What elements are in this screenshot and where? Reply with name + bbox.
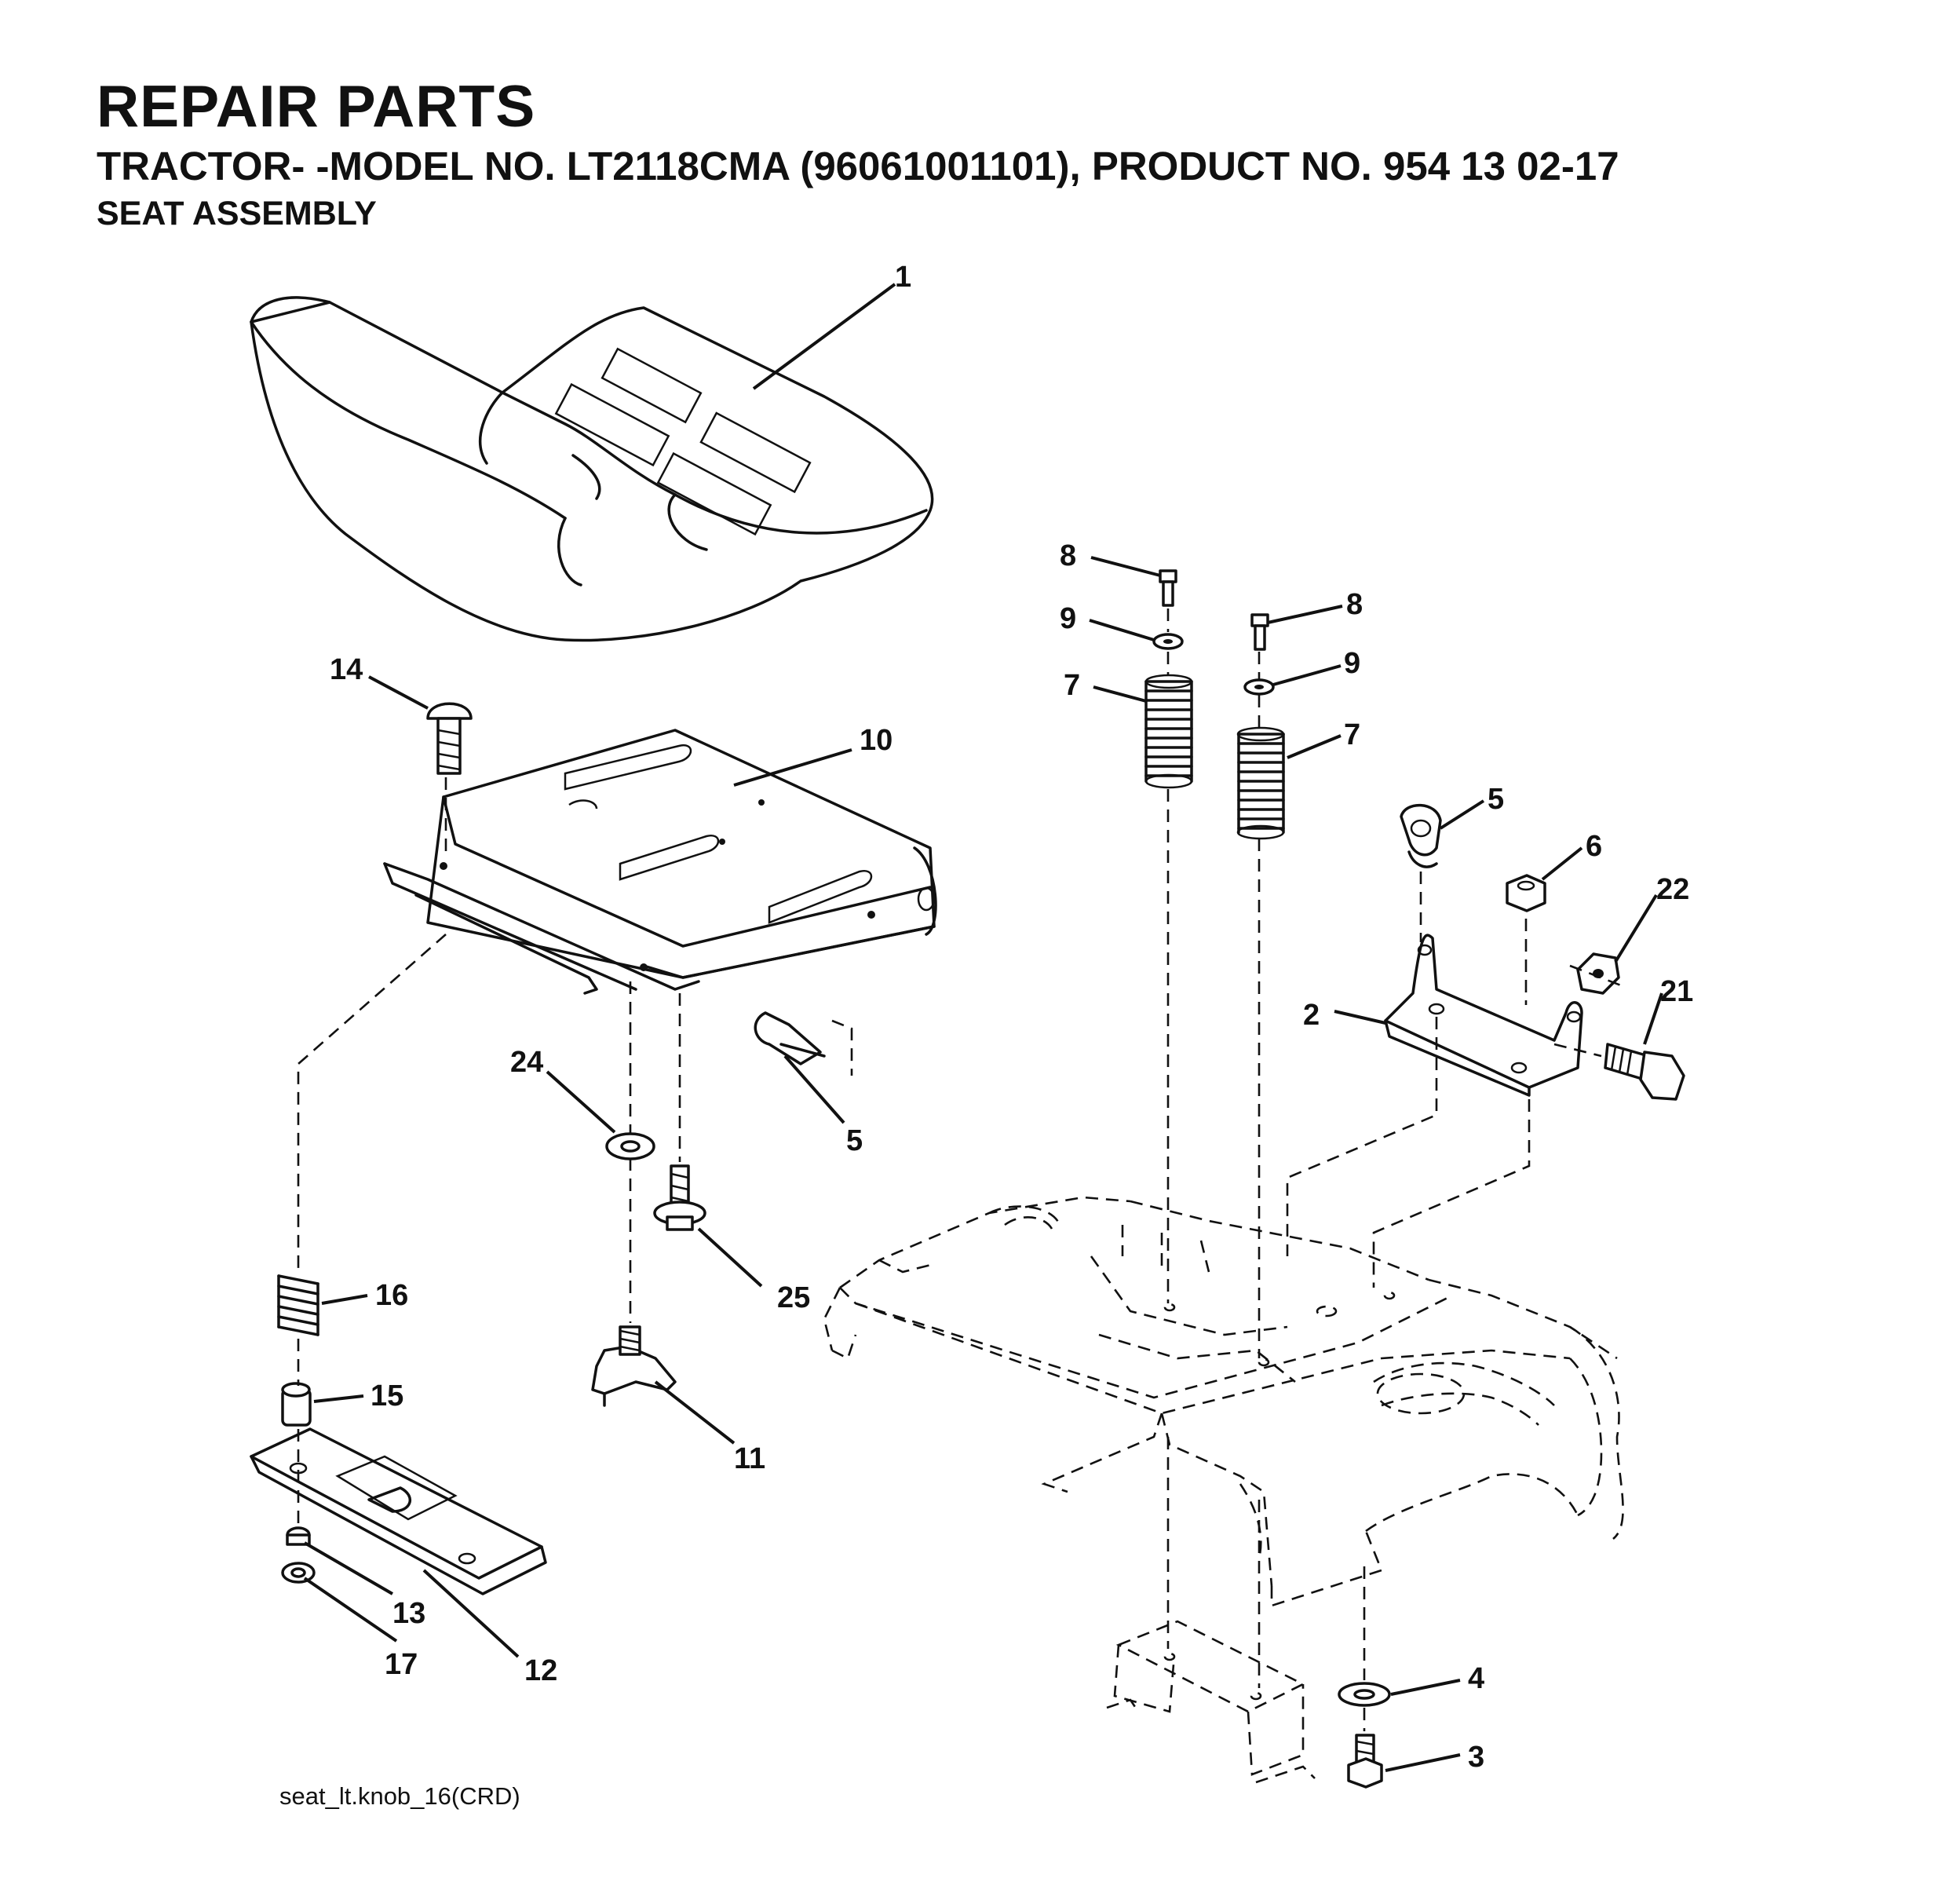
callout-1: 1 xyxy=(895,261,911,294)
callout-14: 14 xyxy=(330,653,363,686)
bolt-part-8a xyxy=(1159,569,1177,607)
washer-part-24 xyxy=(605,1132,655,1160)
drawing-caption: seat_lt.knob_16(CRD) xyxy=(279,1782,520,1810)
callout-8-right: 8 xyxy=(1346,588,1363,621)
model-subtitle: TRACTOR- -MODEL NO. LT2118CMA (960610011… xyxy=(97,144,1619,188)
callout-10: 10 xyxy=(860,724,893,757)
bracket-plate-part xyxy=(250,1427,547,1595)
shoulder-bolt-part xyxy=(653,1164,706,1231)
callout-16: 16 xyxy=(375,1279,408,1312)
callout-3: 3 xyxy=(1468,1741,1484,1774)
nut-part-6 xyxy=(1506,874,1546,912)
callout-7-right: 7 xyxy=(1344,718,1360,751)
bolt-part-21 xyxy=(1604,1043,1685,1101)
callout-6: 6 xyxy=(1586,830,1602,863)
spring-part-16 xyxy=(277,1274,319,1336)
lower-bracket-dashed xyxy=(1106,1620,1316,1784)
callout-5-upper: 5 xyxy=(1488,783,1504,816)
knob-part xyxy=(591,1325,677,1407)
clip-part-lower xyxy=(754,1011,853,1076)
callout-15: 15 xyxy=(371,1380,403,1412)
chassis-dashed xyxy=(823,1196,1624,1607)
callout-7-left: 7 xyxy=(1064,669,1080,702)
washer-part-9b xyxy=(1243,678,1275,696)
callout-5-lower: 5 xyxy=(846,1124,863,1157)
callout-21: 21 xyxy=(1660,975,1693,1008)
section-title: SEAT ASSEMBLY xyxy=(97,195,377,232)
nut-part-13 xyxy=(286,1526,311,1546)
callout-22: 22 xyxy=(1656,873,1689,906)
callout-25: 25 xyxy=(777,1281,810,1314)
carriage-bolt-part xyxy=(426,702,473,775)
page-title: REPAIR PARTS xyxy=(97,73,536,139)
bracket-part-2 xyxy=(1384,934,1583,1097)
callout-9-left: 9 xyxy=(1060,602,1076,635)
callout-12: 12 xyxy=(524,1654,557,1687)
callout-2: 2 xyxy=(1303,999,1320,1032)
spring-part-7a xyxy=(1144,674,1193,789)
callout-9-right: 9 xyxy=(1344,647,1360,680)
spacer-part xyxy=(281,1382,312,1427)
seat-part xyxy=(250,296,934,642)
callout-4: 4 xyxy=(1468,1662,1484,1695)
spring-part-7b xyxy=(1236,726,1285,840)
washer-part-4 xyxy=(1338,1682,1391,1707)
callout-labels: 1 10 14 24 5 25 11 8 9 7 8 9 7 5 6 22 21… xyxy=(330,261,1693,1774)
nut-part-17 xyxy=(281,1562,316,1584)
clip-part-upper xyxy=(1400,803,1442,868)
callout-11: 11 xyxy=(734,1442,765,1475)
callout-24: 24 xyxy=(510,1046,543,1079)
bolt-part-3 xyxy=(1347,1734,1383,1789)
callout-17: 17 xyxy=(385,1648,418,1681)
callout-13: 13 xyxy=(392,1597,425,1630)
bolt-part-8b xyxy=(1250,613,1269,651)
washer-part-9a xyxy=(1152,633,1184,650)
seat-pan-part xyxy=(383,729,937,995)
leader-lines xyxy=(303,283,1663,1772)
nut-part-22 xyxy=(1576,952,1620,995)
callout-8-left: 8 xyxy=(1060,539,1076,572)
assembly-dashed-lines xyxy=(297,608,1622,1731)
